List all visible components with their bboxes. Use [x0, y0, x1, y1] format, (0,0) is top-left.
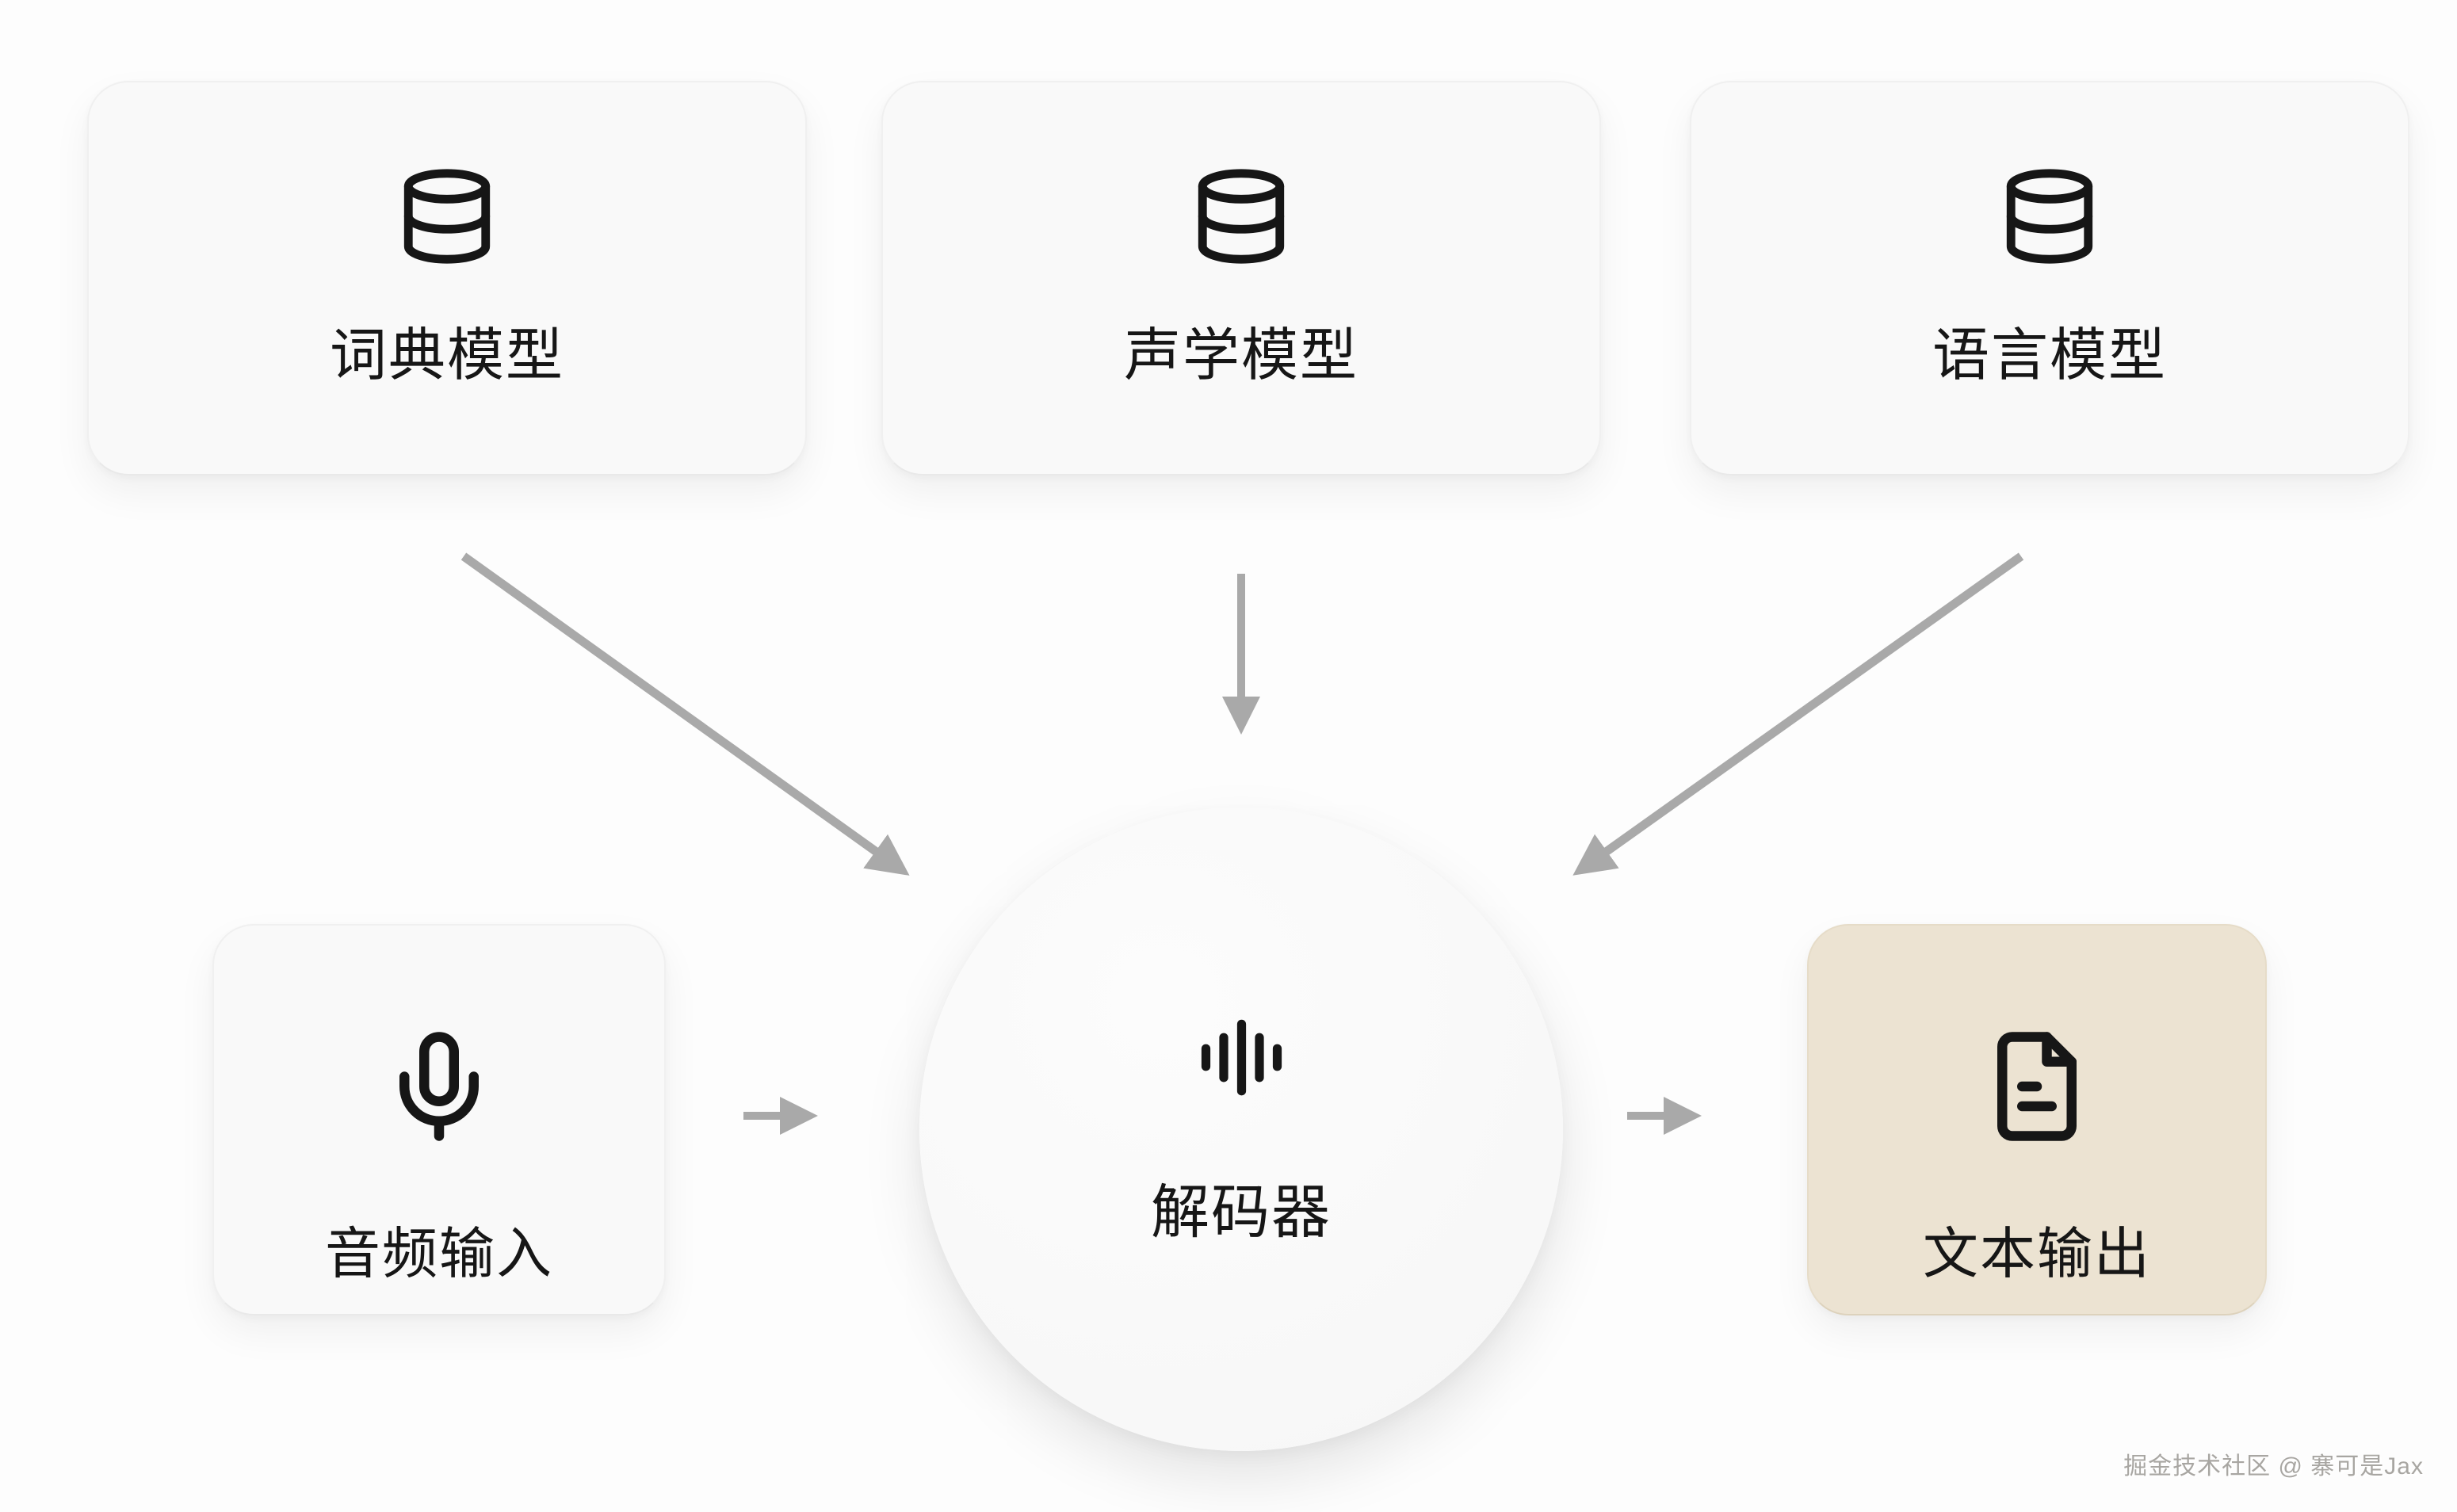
arrow-dictionary-to-decoder [460, 552, 910, 876]
database-icon [89, 165, 805, 268]
card-audio-input: 音频输入 [212, 924, 666, 1315]
database-icon [1691, 165, 2408, 268]
text-output-label: 文本输出 [1923, 1223, 2151, 1285]
card-language-model: 语言模型 [1690, 81, 2409, 475]
audio-input-label: 音频输入 [325, 1223, 553, 1285]
database-icon [883, 165, 1599, 268]
dictionary-model-label: 词典模型 [329, 324, 564, 388]
watermark: 掘金技术社区 @ 寨可是Jax [2123, 1453, 2424, 1480]
waveform-icon [919, 1004, 1563, 1111]
document-icon [1809, 1027, 2265, 1146]
decoder-node: 解码器 [919, 808, 1563, 1451]
microphone-icon [214, 1027, 664, 1146]
card-text-output: 文本输出 [1807, 924, 2267, 1315]
card-dictionary-model: 词典模型 [87, 81, 807, 475]
arrow-language-to-decoder [1572, 552, 2024, 876]
language-model-label: 语言模型 [1932, 324, 2167, 388]
decoder-label: 解码器 [1151, 1179, 1332, 1245]
acoustic-model-label: 声学模型 [1123, 324, 1358, 388]
card-acoustic-model: 声学模型 [881, 81, 1601, 475]
